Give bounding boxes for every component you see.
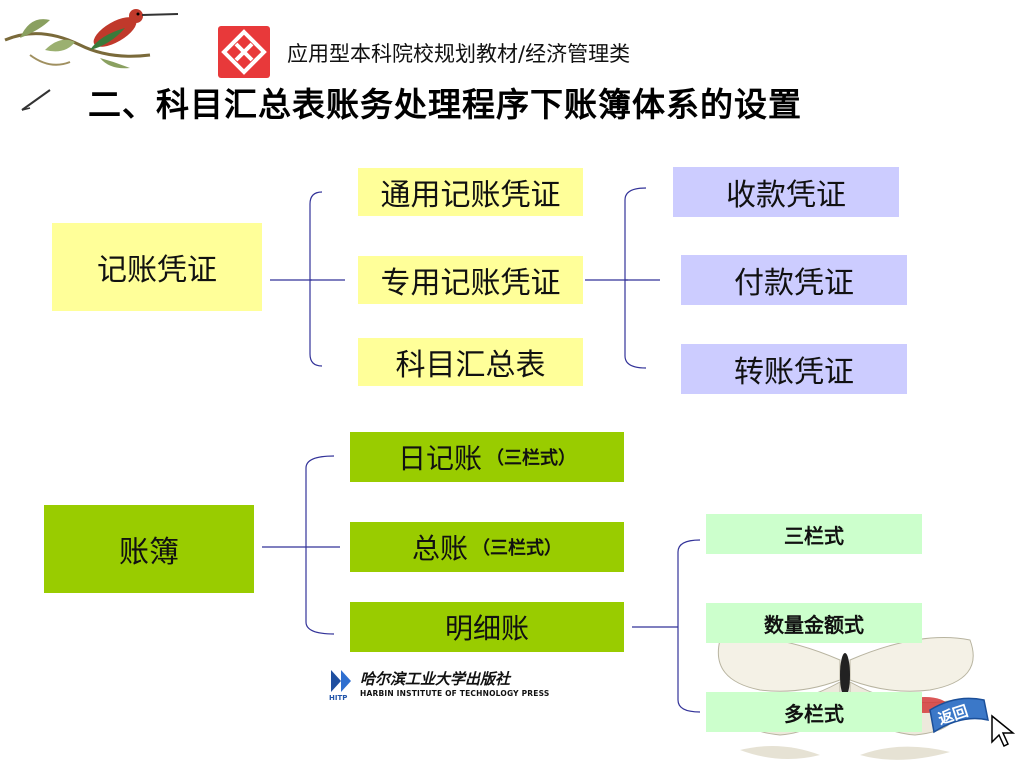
- book-detail-box: 明细账: [350, 602, 624, 652]
- back-button[interactable]: 返回: [926, 692, 992, 736]
- special-voucher-payment: 付款凭证: [681, 255, 907, 305]
- voucher-type-special: 专用记账凭证: [358, 256, 583, 304]
- voucher-type-label: 通用记账凭证: [380, 178, 561, 213]
- pen-icon: [21, 89, 51, 111]
- special-voucher-transfer: 转账凭证: [681, 344, 907, 394]
- publisher-logo-icon: [331, 670, 351, 692]
- cursor-arrow-icon: [991, 714, 1016, 748]
- special-voucher-label: 付款凭证: [734, 266, 854, 301]
- special-voucher-label: 转账凭证: [734, 355, 854, 390]
- book-ledger-box: 总账 （三栏式）: [350, 522, 624, 572]
- publisher-abbr: HITP: [329, 694, 348, 702]
- book-journal-label: 日记账: [397, 442, 482, 475]
- voucher-type-label: 专用记账凭证: [380, 266, 561, 301]
- book-root-label: 账簿: [119, 535, 179, 570]
- series-header: 应用型本科院校规划教材/经济管理类: [287, 42, 631, 66]
- voucher-type-label: 科目汇总表: [395, 348, 546, 383]
- detail-format-quantity-amount: 数量金额式: [706, 603, 922, 643]
- book-journal-box: 日记账 （三栏式）: [350, 432, 624, 482]
- special-voucher-receipt: 收款凭证: [673, 167, 899, 217]
- voucher-root-label: 记账凭证: [97, 253, 217, 288]
- publisher-name-cn: 哈尔滨工业大学出版社: [360, 670, 511, 688]
- detail-format-multi-column: 多栏式: [706, 692, 922, 732]
- bird-illustration: [4, 9, 179, 69]
- book-detail-label: 明细账: [444, 612, 529, 645]
- book-ledger-note: （三栏式）: [472, 538, 562, 559]
- voucher-root-box: 记账凭证: [52, 223, 262, 311]
- book-ledger-label: 总账: [411, 532, 468, 565]
- book-journal-note: （三栏式）: [486, 448, 576, 469]
- detail-format-label: 多栏式: [784, 701, 844, 726]
- series-logo: [218, 26, 270, 78]
- detail-format-label: 三栏式: [784, 523, 844, 548]
- special-voucher-label: 收款凭证: [726, 178, 846, 213]
- publisher-name-en: HARBIN INSTITUTE OF TECHNOLOGY PRESS: [360, 689, 550, 698]
- voucher-type-general: 通用记账凭证: [358, 168, 583, 216]
- voucher-type-summary: 科目汇总表: [358, 338, 583, 386]
- detail-format-label: 数量金额式: [764, 612, 864, 637]
- detail-format-three-column: 三栏式: [706, 514, 922, 554]
- page-title: 二、科目汇总表账务处理程序下账簿体系的设置: [88, 85, 802, 124]
- book-root-box: 账簿: [44, 505, 254, 593]
- back-flag-icon: [929, 697, 989, 734]
